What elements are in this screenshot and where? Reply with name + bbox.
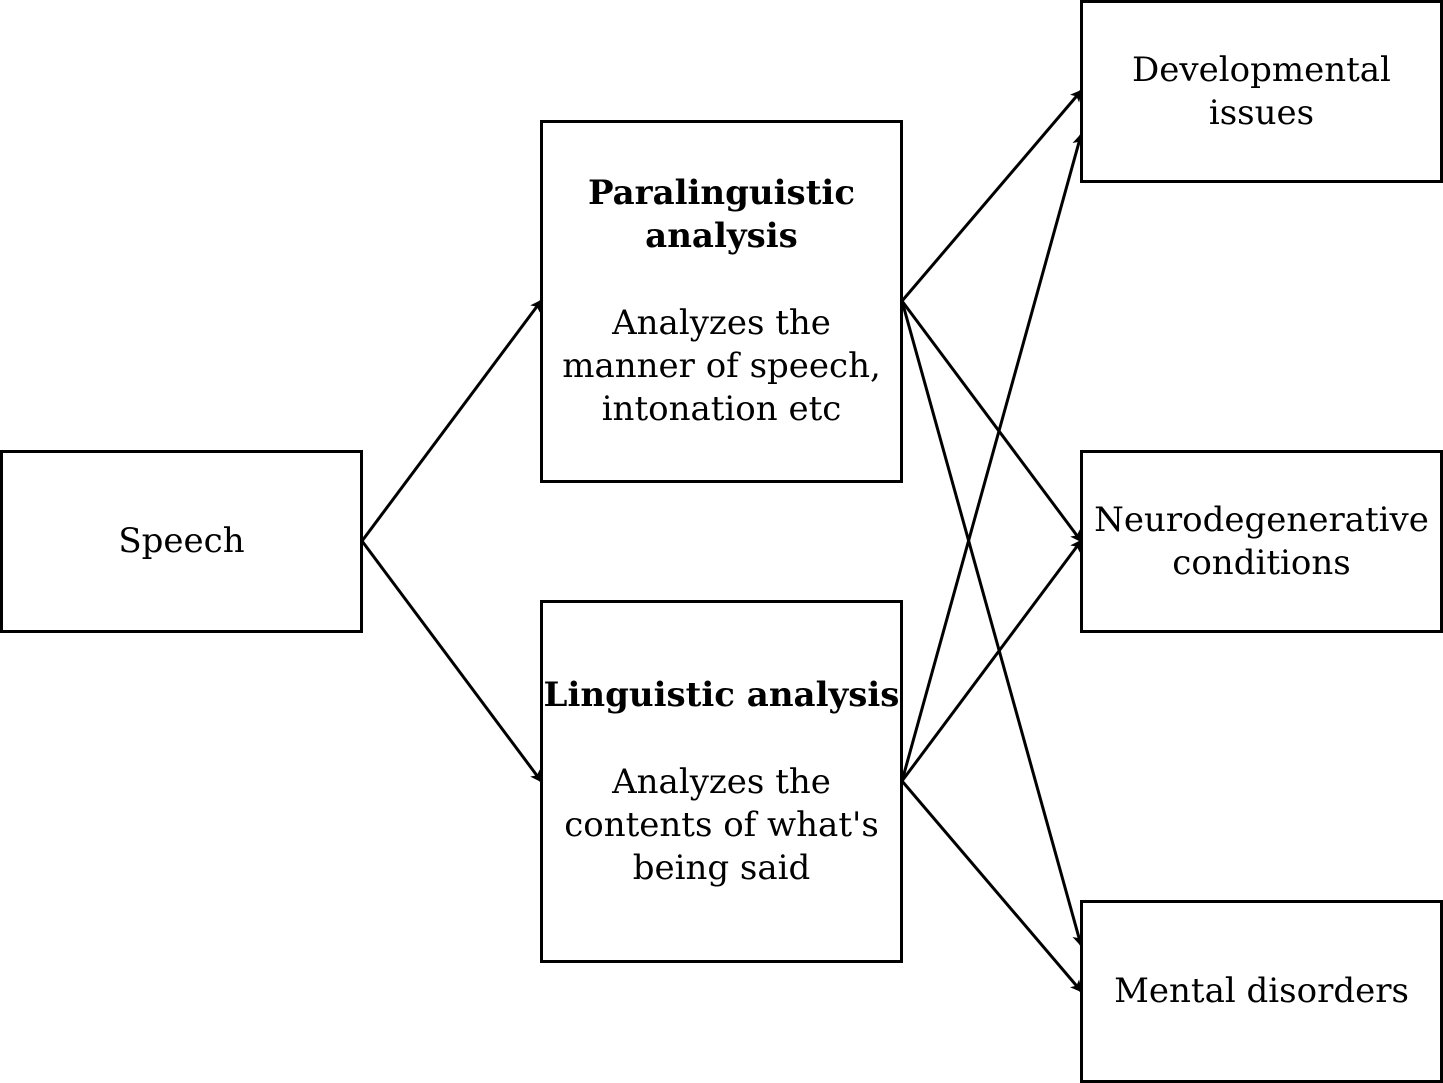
arrow-paralinguistic-to-developmental <box>900 89 1083 302</box>
paralinguistic-analysis-description: Analyzes the manner of speech, intonatio… <box>562 303 881 429</box>
mental-disorders-node: Mental disorders <box>1080 900 1443 1083</box>
arrow-linguistic-to-neurodegenerative <box>900 539 1083 782</box>
mental-disorders-label: Mental disorders <box>1114 971 1409 1011</box>
developmental-issues-label: Developmental issues <box>1132 49 1391 133</box>
speech-node: Speech <box>0 450 363 633</box>
arrow-paralinguistic-to-mental <box>900 300 1085 947</box>
arrow-speech-to-paralinguistic <box>360 299 543 542</box>
linguistic-analysis-node: Linguistic analysis Analyzes the content… <box>540 600 903 963</box>
paralinguistic-analysis-title: Paralinguistic analysis <box>587 173 856 256</box>
arrow-linguistic-to-developmental <box>900 133 1085 782</box>
linguistic-analysis-title: Linguistic analysis <box>543 674 900 715</box>
paralinguistic-analysis-node: Paralinguistic analysis Analyzes the man… <box>540 120 903 483</box>
speech-label: Speech <box>118 521 245 561</box>
arrow-paralinguistic-to-neurodegenerative <box>900 300 1083 543</box>
neurodegenerative-conditions-label: Neurodegenerative conditions <box>1094 499 1429 583</box>
arrow-speech-to-linguistic <box>360 540 543 783</box>
linguistic-analysis-description: Analyzes the contents of what's being sa… <box>564 761 879 888</box>
neurodegenerative-conditions-node: Neurodegenerative conditions <box>1080 450 1443 633</box>
arrow-linguistic-to-mental <box>900 780 1083 993</box>
developmental-issues-node: Developmental issues <box>1080 0 1443 183</box>
